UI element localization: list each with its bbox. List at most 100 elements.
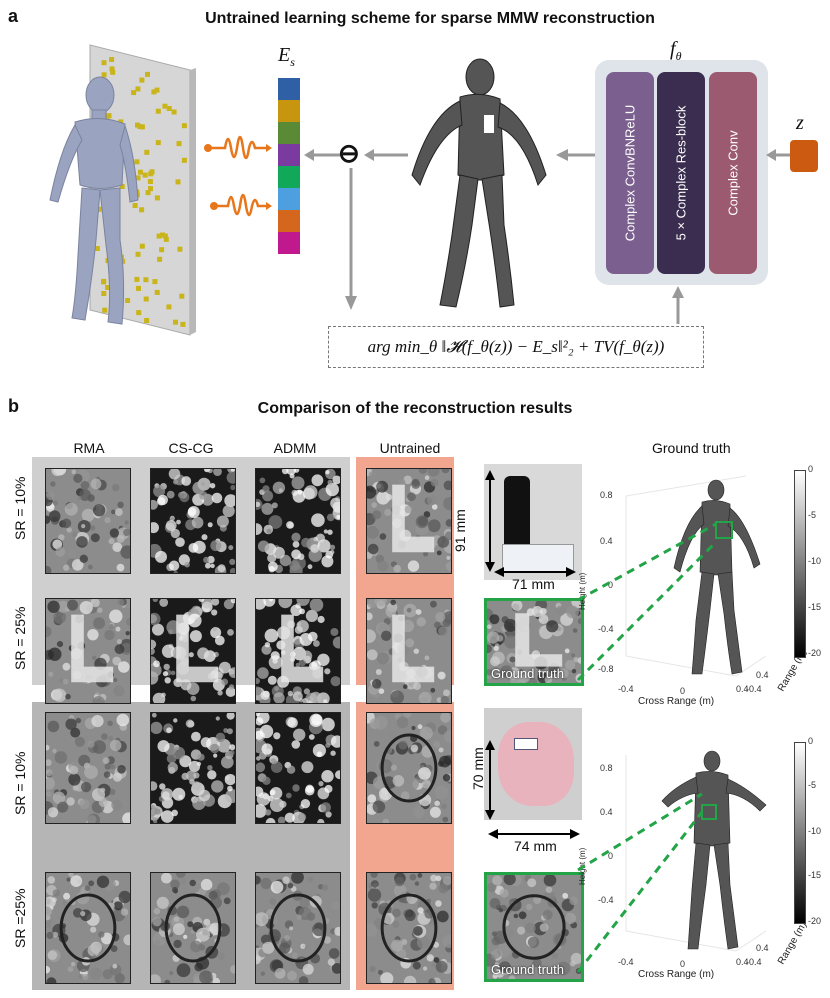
bottom-width-dim: 74 mm — [514, 838, 557, 854]
cbar-tick: -10 — [808, 556, 822, 566]
z-label: z — [796, 112, 804, 134]
es-color-cell — [278, 78, 300, 100]
objective-formula: arg min_θ ‖𝓗(f_θ(z)) − E_s‖²₂ + TV(f_θ(z… — [328, 326, 704, 368]
col-label-cscg: CS-CG — [168, 440, 214, 456]
recon-tile-cscg — [150, 468, 236, 574]
panel-a-title: Untrained learning scheme for sparse MMW… — [205, 10, 655, 27]
ytick: -0.8 — [598, 664, 614, 674]
row-label-bottom-25: SR =25% — [12, 888, 28, 948]
ground-truth-label: Ground truth — [491, 666, 564, 681]
recon-tile-admm — [255, 598, 341, 704]
recon-tile-rma — [45, 598, 131, 704]
cbar-tick: -20 — [808, 648, 822, 658]
cbar-tick: -15 — [808, 602, 822, 612]
block-complex-conv: Complex Conv — [709, 72, 757, 274]
es-color-column — [278, 78, 300, 254]
rtick: 0.4 — [756, 943, 769, 953]
xtick: -0.4 — [618, 957, 634, 967]
reconstructed-body — [411, 58, 547, 308]
colorbar-bottom — [794, 742, 806, 924]
object-shape — [504, 476, 530, 546]
arrow-from-z — [766, 149, 790, 161]
panel-b-title: Comparison of the reconstruction results — [257, 400, 573, 417]
xlabel: Cross Range (m) — [638, 969, 715, 980]
col-label-admm: ADMM — [273, 440, 317, 456]
xtick: -0.4 — [618, 684, 634, 694]
bottom-height-dim: 70 mm — [470, 747, 486, 790]
es-color-cell — [278, 210, 300, 232]
cbar-tick: -10 — [808, 826, 822, 836]
recon-tile-rma — [45, 468, 131, 574]
cbar-tick: -5 — [808, 510, 817, 520]
ytick: 0 — [608, 851, 614, 861]
block-res-block: 5 × Complex Res-block — [657, 72, 705, 274]
object-shape — [498, 722, 574, 806]
top-dim-arrows — [485, 470, 576, 577]
recon-tile-rma — [45, 872, 131, 984]
cbar-tick: -5 — [808, 780, 817, 790]
xtick: 0 — [680, 959, 686, 969]
es-color-cell — [278, 144, 300, 166]
plot-bottom: 0.8 0.4 0 -0.4 Height (m) -0.4 0 0.4 Cro… — [578, 735, 830, 985]
row-label-bottom-10: SR = 10% — [12, 751, 28, 815]
block-label: 5 × Complex Res-block — [673, 105, 689, 241]
recon-tile-rma — [45, 712, 131, 824]
ground-truth-title: Ground truth — [652, 440, 731, 456]
rtick: 0.4 — [756, 670, 769, 680]
human-figure — [49, 76, 139, 325]
ytick: 0.4 — [600, 807, 613, 817]
es-label: Es — [278, 44, 295, 69]
block-label: Complex ConvBNReLU — [622, 104, 638, 242]
rtick: -0.4 — [746, 684, 762, 694]
bottom-dim-arrows — [485, 740, 580, 839]
cbar-tick: 0 — [808, 464, 814, 474]
col-label-rma: RMA — [73, 440, 105, 456]
xtick: 0 — [680, 686, 686, 696]
cbar-tick: -15 — [808, 870, 822, 880]
recon-tile-cscg — [150, 872, 236, 984]
arrow-to-body — [556, 149, 598, 161]
ground-truth-tile-bottom: Ground truth — [484, 872, 584, 982]
z-box — [790, 140, 818, 172]
down-arrow — [345, 168, 357, 310]
colorbar-top — [794, 470, 806, 658]
arrows-minus — [304, 149, 408, 161]
object-photo-bottom — [484, 708, 582, 820]
minus-circle-icon: ⊖ — [338, 138, 360, 168]
recon-tile-admm — [255, 712, 341, 824]
green-connectors — [576, 522, 718, 973]
xlabel: Cross Range (m) — [638, 696, 715, 707]
row-label-top-25: SR = 25% — [12, 606, 28, 670]
f-theta-label: fθ — [670, 38, 682, 63]
ytick: -0.4 — [598, 624, 614, 634]
ytick: 0 — [608, 580, 614, 590]
es-color-cell — [278, 232, 300, 254]
ytick: -0.4 — [598, 895, 614, 905]
plot-bottom-axes — [625, 750, 767, 952]
cbar-tick: 0 — [808, 736, 814, 746]
xtick: 0.4 — [736, 957, 749, 967]
col-label-untrained: Untrained — [379, 440, 441, 456]
top-height-dim: 91 mm — [452, 509, 468, 552]
up-arrow — [672, 286, 684, 324]
es-color-cell — [278, 122, 300, 144]
cbar-tick: -20 — [808, 916, 822, 926]
block-complex-convbnrelu: Complex ConvBNReLU — [606, 72, 654, 274]
row-label-top-10: SR = 10% — [12, 476, 28, 540]
object-photo-top — [484, 464, 582, 580]
panel-letter-a: a — [8, 6, 19, 26]
recon-tile-untrained — [366, 598, 452, 704]
recon-tile-untrained — [366, 468, 452, 574]
panel-letter-b: b — [8, 396, 19, 416]
recon-tile-admm — [255, 872, 341, 984]
recon-tile-untrained — [366, 872, 452, 984]
ytick: 0.4 — [600, 536, 613, 546]
ytick: 0.8 — [600, 763, 613, 773]
recon-tile-untrained — [366, 712, 452, 824]
es-color-cell — [278, 188, 300, 210]
top-width-dim: 71 mm — [512, 576, 555, 592]
es-color-cell — [278, 100, 300, 122]
es-color-cell — [278, 166, 300, 188]
rtick: -0.4 — [746, 957, 762, 967]
object-base — [502, 544, 574, 572]
